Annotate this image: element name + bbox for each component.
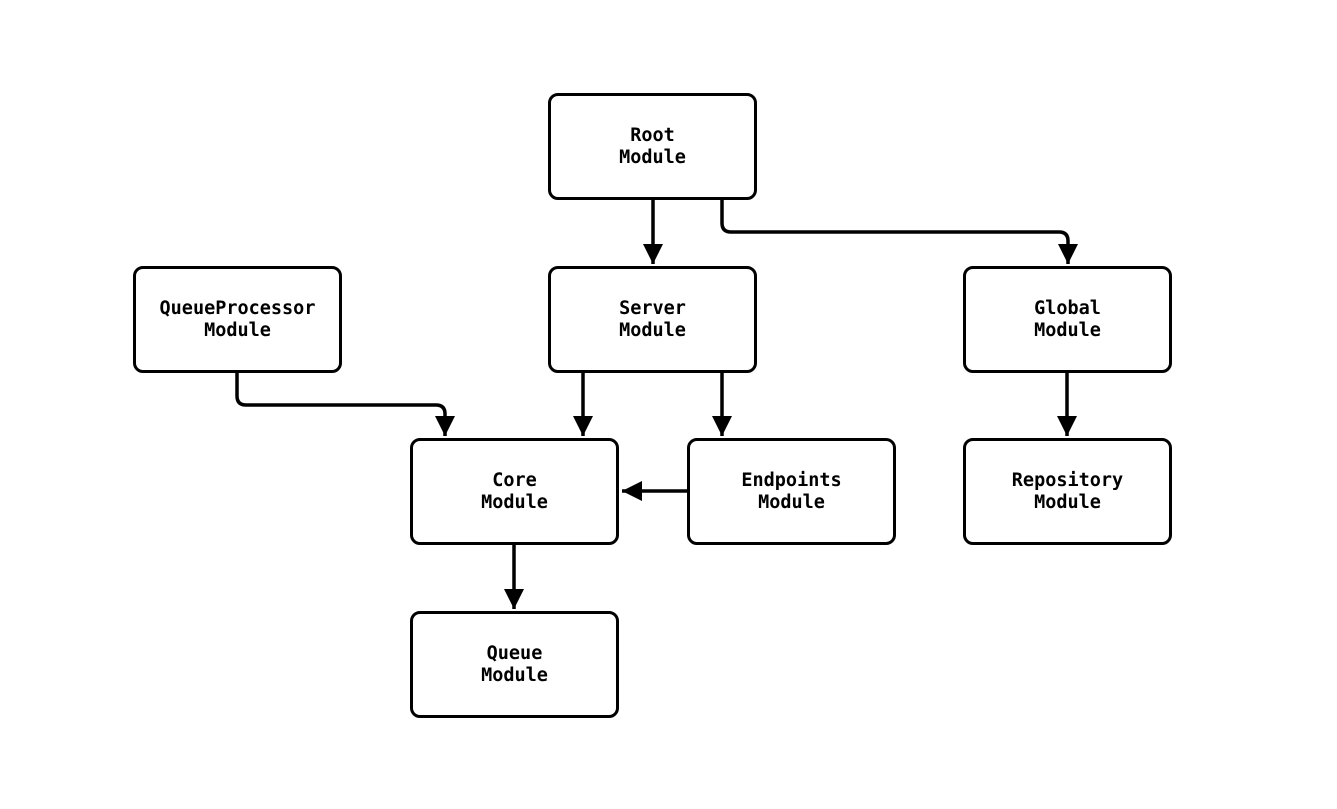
node-label-line: Queue <box>486 642 543 664</box>
node-label-line: Module <box>481 491 548 513</box>
node-label-line: Module <box>619 319 686 341</box>
node-label-line: Module <box>758 491 825 513</box>
node-label-line: Endpoints <box>741 469 842 491</box>
node-label-line: Module <box>619 146 686 168</box>
node-label-line: Global <box>1034 297 1101 319</box>
node-label-line: Module <box>481 664 548 686</box>
node-label-line: Root <box>630 124 675 146</box>
node-label-line: Server <box>619 297 686 319</box>
node-label-line: Core <box>492 469 537 491</box>
node-label-line: Repository <box>1011 469 1124 491</box>
node-label-line: Module <box>1034 319 1101 341</box>
node-label-line: Module <box>1034 491 1101 513</box>
node-label-line: Module <box>204 319 271 341</box>
node-label-line: QueueProcessor <box>159 297 316 319</box>
edge-group <box>235 200 1078 609</box>
edge-queueprocessor-to-core <box>235 373 455 436</box>
edge-root-to-global <box>720 200 1078 264</box>
